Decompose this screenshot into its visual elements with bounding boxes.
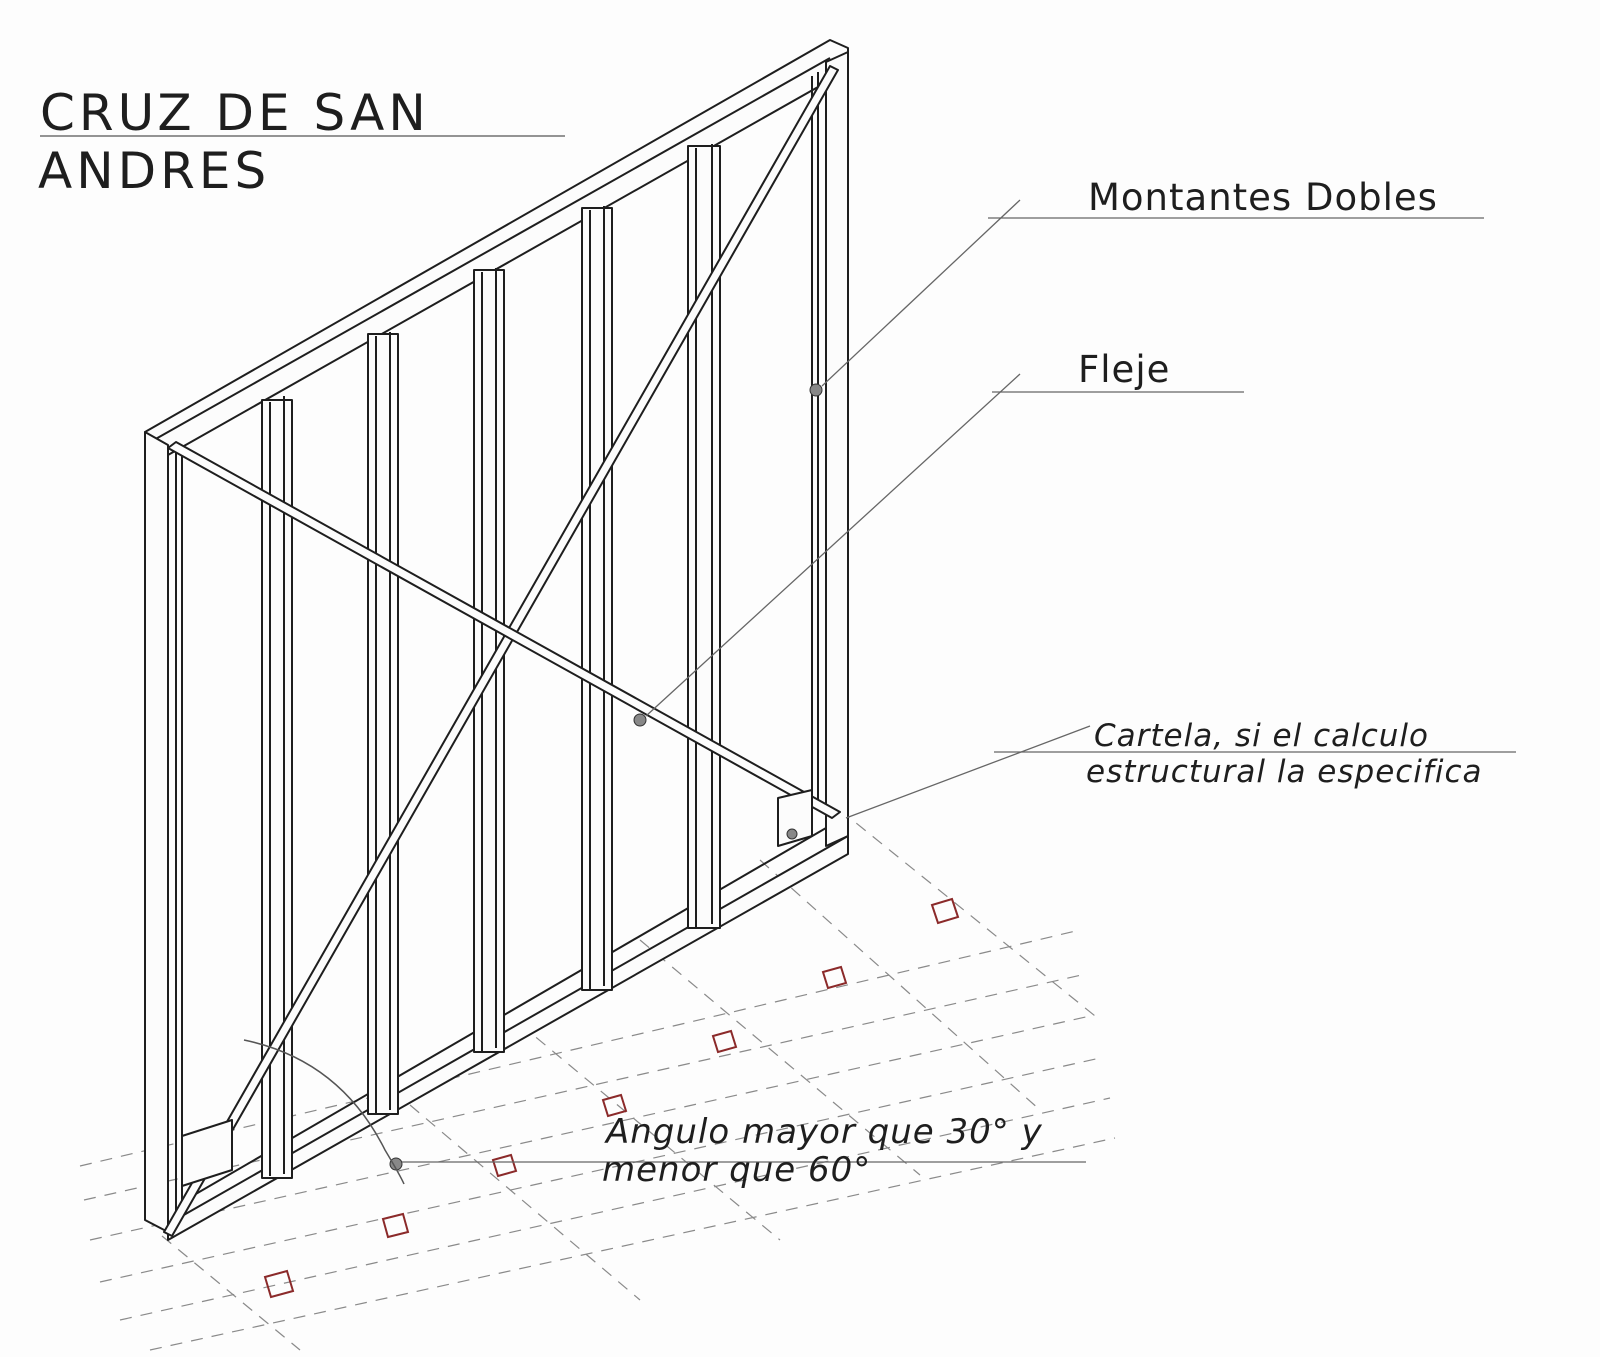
strap-descending <box>167 441 841 819</box>
angle-arc <box>243 1039 405 1185</box>
left-end-stud <box>144 431 169 1233</box>
label-montantes-dobles: Montantes Dobles <box>1088 176 1438 219</box>
label-angulo-line-2: menor que 60° <box>602 1150 872 1190</box>
gusset-left <box>181 1119 233 1187</box>
right-end-stud <box>825 51 849 847</box>
title-line-1: CRUZ DE SAN <box>40 84 430 142</box>
label-cartela-line-2: estructural la especifica <box>1086 754 1483 790</box>
label-angulo-line-1: Angulo mayor que 30° y <box>606 1112 1043 1152</box>
label-fleje: Fleje <box>1078 348 1171 391</box>
leader-lines <box>402 199 1516 1163</box>
anchor-marks <box>263 897 960 1299</box>
title-line-2: ANDRES <box>38 142 271 200</box>
strap-ascending <box>163 65 839 1237</box>
wall-frame <box>144 39 849 1241</box>
label-cartela-line-1: Cartela, si el calculo <box>1094 718 1430 754</box>
gusset-right <box>777 789 813 847</box>
